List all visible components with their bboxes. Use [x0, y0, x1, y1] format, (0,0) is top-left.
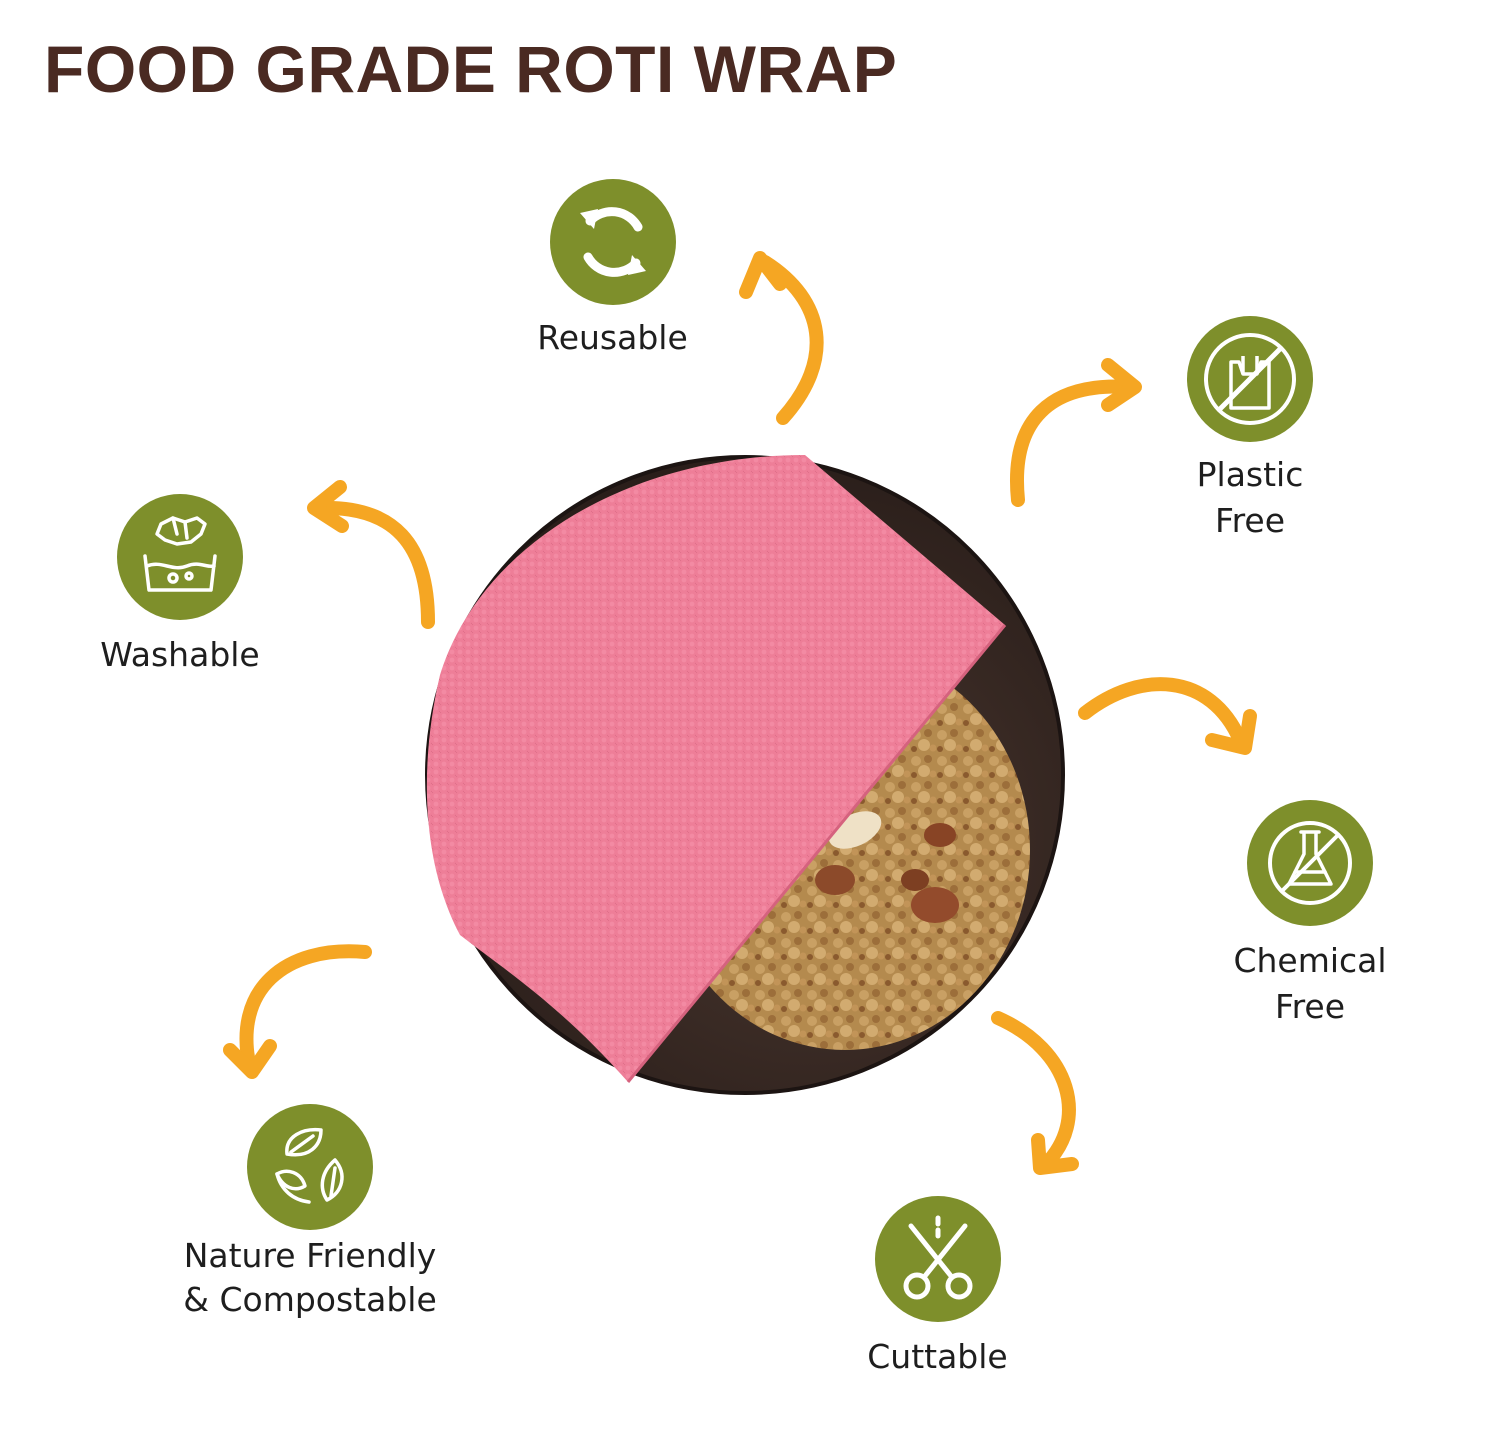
no-chemical-flask-icon: [1247, 800, 1373, 926]
feature-chemical-free: Chemical Free: [1200, 800, 1420, 1030]
leaf-cycle-icon: [247, 1104, 373, 1230]
feature-label: Nature Friendly & Compostable: [183, 1236, 437, 1319]
arrow-to-cuttable: [991, 1011, 1079, 1175]
recycle-arrows-icon: [549, 179, 676, 305]
feature-cuttable: Cuttable: [840, 1196, 1035, 1380]
badge-nature-friendly: [247, 1104, 373, 1230]
feature-washable: Washable: [80, 494, 280, 678]
feature-label: Washable: [100, 635, 260, 674]
badge-washable: [117, 494, 243, 620]
arrow-to-washable: [307, 480, 435, 629]
badge-reusable: [549, 179, 676, 305]
arrow-to-chemical-free: [1078, 677, 1257, 755]
roti-wrap-cloth: [426, 455, 1007, 1083]
feature-nature-friendly: Nature Friendly & Compostable: [150, 1104, 470, 1322]
page-title: FOOD GRADE ROTI WRAP: [44, 32, 898, 106]
feature-label: Chemical Free: [1233, 941, 1387, 1026]
feature-label: Reusable: [537, 318, 688, 357]
badge-cuttable: [874, 1196, 1001, 1322]
scissors-icon: [874, 1196, 1001, 1322]
badge-chemical-free: [1247, 800, 1373, 926]
feature-reusable: Reusable: [510, 179, 715, 361]
arrow-to-plastic-free: [1010, 358, 1142, 507]
arrow-to-reusable: [739, 251, 824, 425]
feature-label: Cuttable: [867, 1337, 1008, 1376]
no-plastic-bag-icon: [1187, 316, 1313, 442]
badge-plastic-free: [1187, 316, 1313, 442]
feature-label: Plastic Free: [1196, 455, 1304, 540]
arrow-to-nature-friendly: [223, 944, 372, 1079]
feature-plastic-free: Plastic Free: [1160, 316, 1340, 544]
hand-wash-icon: [117, 494, 243, 620]
